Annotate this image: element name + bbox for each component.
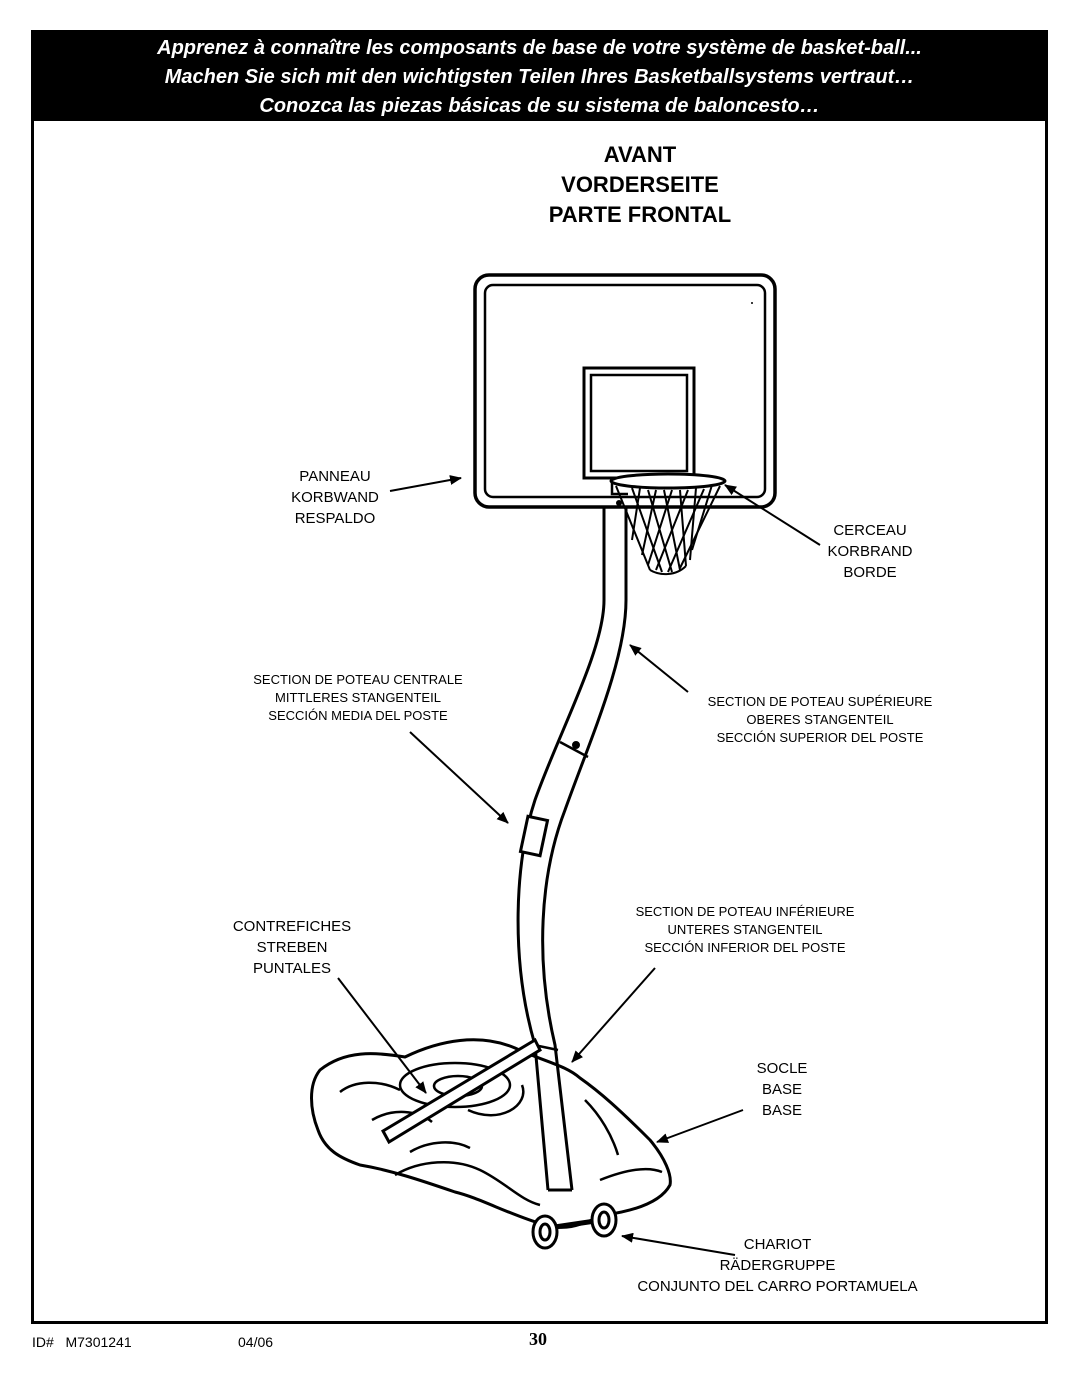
footer-id: ID# M7301241 xyxy=(32,1334,132,1350)
label-backboard: PANNEAU KORBWAND RESPALDO xyxy=(291,468,379,527)
heading-de: VORDERSEITE xyxy=(561,172,719,197)
label-rim: CERCEAU KORBRAND BORDE xyxy=(827,522,913,581)
label-braces: CONTREFICHES STREBEN PUNTALES xyxy=(232,918,352,977)
callout-arrows xyxy=(337,475,821,1256)
page-number: 30 xyxy=(529,1329,547,1349)
banner-line-de: Machen Sie sich mit den wichtigsten Teil… xyxy=(164,66,915,88)
heading-fr: AVANT xyxy=(603,142,677,167)
backboard-illustration xyxy=(473,273,777,509)
label-lower-pole-section: SECTION DE POTEAU INFÉRIEURE UNTERES STA… xyxy=(635,904,855,955)
label-upper-pole-section: SECTION DE POTEAU SUPÉRIEURE OBERES STAN… xyxy=(707,694,933,745)
brace-illustration xyxy=(380,1037,542,1145)
heading-es: PARTE FRONTAL xyxy=(548,202,732,227)
footer-id-value: M7301241 xyxy=(65,1334,132,1350)
wheel-assembly xyxy=(531,1202,618,1250)
label-wheel-assembly: CHARIOT RÄDERGRUPPE CONJUNTO DEL CARRO P… xyxy=(637,1236,918,1295)
banner-line-es: Conozca las piezas básicas de su sistema… xyxy=(259,95,820,117)
footer-id-label: ID# xyxy=(32,1334,54,1350)
label-base: SOCLE BASE BASE xyxy=(756,1060,808,1119)
pole-illustration xyxy=(516,505,628,1192)
rim-and-net-illustration xyxy=(609,472,727,576)
label-middle-pole-section: SECTION DE POTEAU CENTRALE MITTLERES STA… xyxy=(253,672,463,723)
footer-date: 04/06 xyxy=(238,1334,274,1350)
banner-line-fr: Apprenez à connaître les composants de b… xyxy=(157,37,922,59)
title-banner: Apprenez à connaître les composants de b… xyxy=(31,30,1048,121)
